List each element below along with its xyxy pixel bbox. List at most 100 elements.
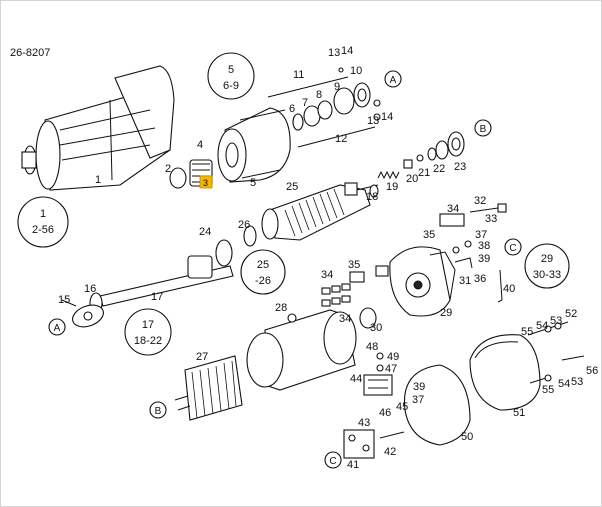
part-label-15: 15 [58, 294, 70, 306]
part-label-54a: 54 [536, 320, 548, 332]
connector-label: B [480, 124, 487, 135]
part-label-6: 6 [289, 103, 295, 115]
part-label-24: 24 [199, 226, 211, 238]
group-bottom: 6-9 [223, 80, 239, 92]
part-label-22: 22 [433, 163, 445, 175]
group-bottom: -26 [255, 275, 271, 287]
group-callout-5-6-9[interactable]: 5 6-9 [207, 52, 255, 100]
group-callout-29-30-33[interactable]: 29 30-33 [524, 243, 570, 289]
group-top: 5 [228, 64, 234, 76]
connector-label: B [155, 406, 162, 417]
part-label-35b: 35 [423, 229, 435, 241]
part-label-34a: 34 [321, 269, 333, 281]
part-label-26: 26 [238, 219, 250, 231]
part-label-28: 28 [275, 302, 287, 314]
part-labels: 1 2 4 5 6 7 8 9 10 11 12 13 14 13 14 15 … [58, 45, 598, 471]
part-label-20: 20 [406, 173, 418, 185]
end-housing-drawing [217, 107, 291, 183]
part-label-51: 51 [513, 407, 525, 419]
part-label-10: 10 [350, 65, 362, 77]
highlight-marker-3[interactable] [199, 175, 213, 189]
part-label-48: 48 [366, 341, 378, 353]
part-label-41: 41 [347, 459, 359, 471]
group-callout-1-2-56[interactable]: 1 2-56 [17, 196, 69, 248]
field-coils-drawing [174, 355, 243, 421]
starter-assembly-drawing [21, 65, 175, 191]
connector-b-bottom[interactable]: B [149, 401, 167, 419]
part-label-9: 9 [334, 81, 340, 93]
part-label-54b: 54 [558, 378, 570, 390]
group-callout-17-18-22[interactable]: 17 18-22 [124, 308, 172, 356]
group-bottom: 2-56 [32, 224, 54, 236]
connector-label: C [329, 456, 336, 467]
part-label-21: 21 [418, 167, 430, 179]
part-label-50: 50 [461, 431, 473, 443]
part-label-44: 44 [350, 373, 362, 385]
connector-c-bottom[interactable]: C [324, 451, 342, 469]
spring-washers-drawing [377, 131, 465, 180]
part-label-13a: 13 [328, 47, 340, 59]
part-label-33: 33 [485, 213, 497, 225]
part-label-37b: 37 [412, 394, 424, 406]
part-label-13b: 13 [367, 115, 379, 127]
part-label-14a: 14 [341, 45, 353, 57]
part-label-4: 4 [197, 139, 203, 151]
group-bottom: 18-22 [134, 335, 162, 347]
part-label-1: 1 [95, 174, 101, 186]
part-label-43: 43 [358, 417, 370, 429]
connector-a-top[interactable]: A [384, 70, 402, 88]
part-label-16: 16 [84, 283, 96, 295]
connector-label: A [390, 75, 397, 86]
connector-b-top[interactable]: B [474, 119, 492, 137]
connector-c-right[interactable]: C [504, 238, 522, 256]
flange-drawing [61, 299, 104, 328]
solenoid-drawing [343, 352, 405, 459]
part-label-56: 56 [586, 365, 598, 377]
part-label-37a: 37 [475, 229, 487, 241]
part-label-39a: 39 [478, 253, 490, 265]
part-label-5: 5 [250, 177, 256, 189]
part-label-52: 52 [565, 308, 577, 320]
part-label-30: 30 [370, 322, 382, 334]
part-label-17: 17 [151, 291, 163, 303]
terminal-parts-drawing [439, 203, 507, 303]
part-label-7: 7 [302, 97, 308, 109]
part-label-19: 19 [386, 181, 398, 193]
part-label-45: 45 [396, 401, 408, 413]
part-label-55b: 55 [542, 384, 554, 396]
part-label-12: 12 [335, 133, 347, 145]
part-label-34b: 34 [339, 313, 351, 325]
tie-rods-drawing [267, 76, 376, 148]
part-label-36: 36 [474, 273, 486, 285]
group-callout-25-26[interactable]: 25 -26 [240, 249, 286, 295]
part-label-11: 11 [293, 69, 304, 81]
part-label-53a: 53 [550, 315, 562, 327]
screws-drawing [527, 321, 585, 384]
field-frame-drawing [246, 309, 357, 391]
drive-shaft-drawing [89, 225, 257, 314]
part-label-18: 18 [366, 191, 378, 203]
part-label-32: 32 [474, 195, 486, 207]
cover-gasket-drawing [403, 334, 541, 446]
brush-holders-drawing [321, 265, 389, 329]
part-label-25: 25 [286, 181, 298, 193]
part-label-49: 49 [387, 351, 399, 363]
part-label-46: 46 [379, 407, 391, 419]
part-label-34c: 34 [447, 203, 459, 215]
group-top: 1 [40, 208, 46, 220]
part-label-53b: 53 [571, 376, 583, 388]
part-label-39b: 39 [413, 381, 425, 393]
part-label-42: 42 [384, 446, 396, 458]
part-label-27: 27 [196, 351, 208, 363]
part-label-40: 40 [503, 283, 515, 295]
part-label-2: 2 [165, 163, 171, 175]
part-label-8: 8 [316, 89, 322, 101]
connector-a-bottom[interactable]: A [48, 318, 66, 336]
part-label-14b: 14 [381, 111, 393, 123]
group-bottom: 30-33 [533, 269, 561, 281]
armature-drawing [261, 182, 379, 241]
connector-label: A [54, 323, 61, 334]
group-top: 25 [257, 259, 269, 271]
connector-label: C [509, 243, 516, 254]
highlight-label-3: 3 [203, 178, 208, 188]
